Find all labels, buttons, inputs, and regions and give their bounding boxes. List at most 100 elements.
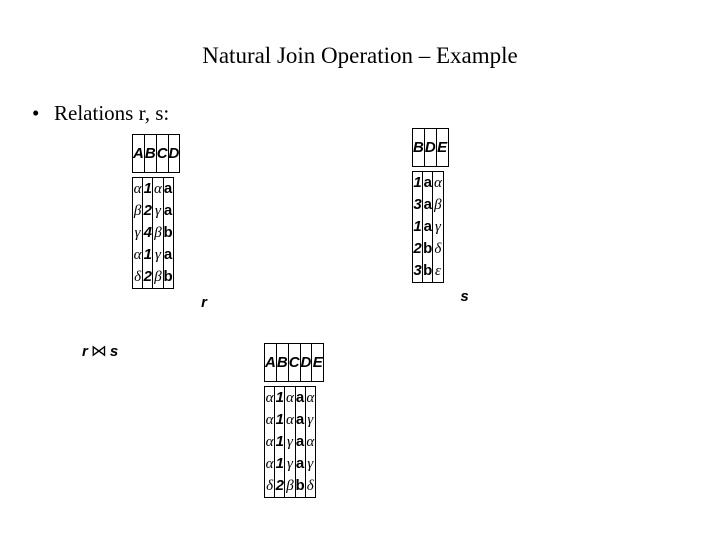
cell-value: 1 xyxy=(143,246,152,263)
cell-value: α xyxy=(265,456,274,472)
cell-value: 3 xyxy=(413,196,422,213)
cell-value: α xyxy=(153,181,162,197)
column-header-e: E xyxy=(437,139,448,156)
cell-value: β xyxy=(133,203,142,219)
table-cell: β xyxy=(284,475,296,498)
column-header-b: B xyxy=(276,343,289,382)
table-cell: 2 xyxy=(142,266,154,289)
bullet-marker-icon: • xyxy=(32,101,40,125)
table-cell: a xyxy=(295,386,306,409)
cell-value: δ xyxy=(434,241,442,257)
column-header-d: D xyxy=(168,145,180,162)
table-cell: β xyxy=(152,266,164,289)
column-header-c: C xyxy=(156,134,169,173)
cell-value: α xyxy=(306,434,315,450)
cell-value: 2 xyxy=(413,240,422,257)
table-cell: γ xyxy=(305,453,315,475)
table-cell: α xyxy=(305,431,315,453)
column-header-a: A xyxy=(264,343,277,382)
table-cell: 1 xyxy=(274,453,286,475)
table-cell: 3 xyxy=(412,260,424,283)
cell-value: δ xyxy=(306,478,314,494)
column-header-c: C xyxy=(288,343,301,382)
table-cell: γ xyxy=(284,453,296,475)
cell-value: δ xyxy=(266,478,274,494)
table-cell: 1 xyxy=(274,409,286,431)
table-cell: a xyxy=(163,244,173,266)
column-header-e: E xyxy=(312,354,323,371)
cell-value: 1 xyxy=(143,180,152,197)
cell-value: a xyxy=(295,433,305,450)
cell-value: β xyxy=(154,269,162,285)
column-header-d: D xyxy=(300,343,313,382)
table-cell: 2 xyxy=(142,200,154,222)
table-cell: a xyxy=(163,200,173,222)
cell-value: α xyxy=(285,412,294,428)
table-cell: α xyxy=(284,386,296,409)
cell-value: a xyxy=(163,246,173,263)
cell-value: γ xyxy=(434,219,441,235)
cell-value: β xyxy=(154,225,162,241)
table-cell: α xyxy=(433,172,443,195)
column-header-b: B xyxy=(412,128,425,167)
cell-value: α xyxy=(285,390,294,406)
cell-value: γ xyxy=(307,456,314,472)
cell-value: a xyxy=(163,202,173,219)
table-cell: a xyxy=(295,453,306,475)
column-header-b: B xyxy=(144,134,157,173)
cell-value: α xyxy=(133,181,142,197)
cell-value: 1 xyxy=(275,389,284,406)
join-right-relation: s xyxy=(109,343,120,360)
table-cell: α xyxy=(264,453,276,475)
bullet-item-relations: • Relations r, s: xyxy=(32,100,169,126)
table-cell: 1 xyxy=(412,171,424,194)
cell-value: α xyxy=(433,175,442,191)
table-cell: α xyxy=(305,387,315,410)
cell-value: 1 xyxy=(275,455,284,472)
table-cell: γ xyxy=(433,216,443,238)
cell-value: γ xyxy=(154,247,161,263)
table-cell: 1 xyxy=(412,216,424,238)
cell-value: ε xyxy=(434,263,441,279)
table-cell: b xyxy=(295,475,306,498)
cell-value: α xyxy=(306,390,315,406)
cell-value: α xyxy=(265,412,274,428)
cell-value: b xyxy=(423,240,433,257)
table-cell: b xyxy=(422,238,434,260)
table-cell: 4 xyxy=(142,222,154,244)
cell-value: 2 xyxy=(143,202,152,219)
cell-value: 2 xyxy=(143,268,152,285)
table-caption-s: s xyxy=(460,288,469,305)
table-cell: a xyxy=(422,171,434,194)
cell-value: a xyxy=(295,389,305,406)
table-cell: γ xyxy=(132,222,144,244)
table-cell: a xyxy=(422,194,434,216)
table-cell: α xyxy=(264,386,276,409)
cell-value: b xyxy=(295,477,305,494)
table-cell: δ xyxy=(264,475,276,498)
cell-value: 1 xyxy=(275,433,284,450)
table-cell: b xyxy=(422,260,434,283)
cell-value: γ xyxy=(286,456,293,472)
cell-value: b xyxy=(163,224,173,241)
